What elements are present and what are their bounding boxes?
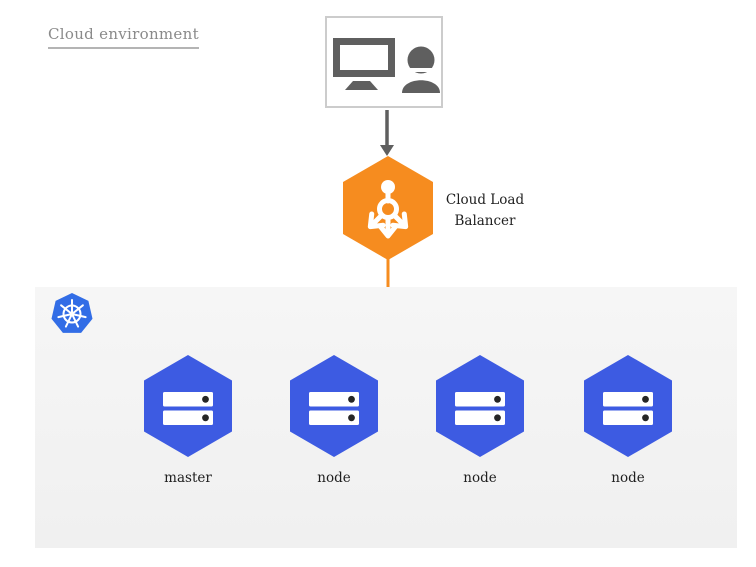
user-to-lb-arrow [380, 110, 394, 156]
workstation-user-icon [333, 38, 440, 93]
node-label: node [611, 470, 645, 486]
load-balancer-label: Cloud Load Balancer [445, 192, 525, 229]
page-title: Cloud environment [48, 25, 199, 49]
node-label: node [317, 470, 351, 486]
master-label: master [164, 470, 212, 486]
server-icon [603, 392, 653, 425]
node-label: node [463, 470, 497, 486]
master-hexagon [144, 355, 232, 457]
load-balancer-hexagon [343, 156, 433, 260]
node-hexagon [436, 355, 524, 457]
server-icon [455, 392, 505, 425]
server-icon [309, 392, 359, 425]
server-icon [163, 392, 213, 425]
kubernetes-icon [51, 293, 93, 333]
helm-wheel-icon [57, 299, 87, 328]
load-balancer-icon [367, 180, 409, 239]
user-workstation-box [325, 16, 443, 108]
monitor-icon [333, 38, 395, 90]
node-hexagon [290, 355, 378, 457]
node-hexagon [584, 355, 672, 457]
person-icon [402, 46, 440, 93]
